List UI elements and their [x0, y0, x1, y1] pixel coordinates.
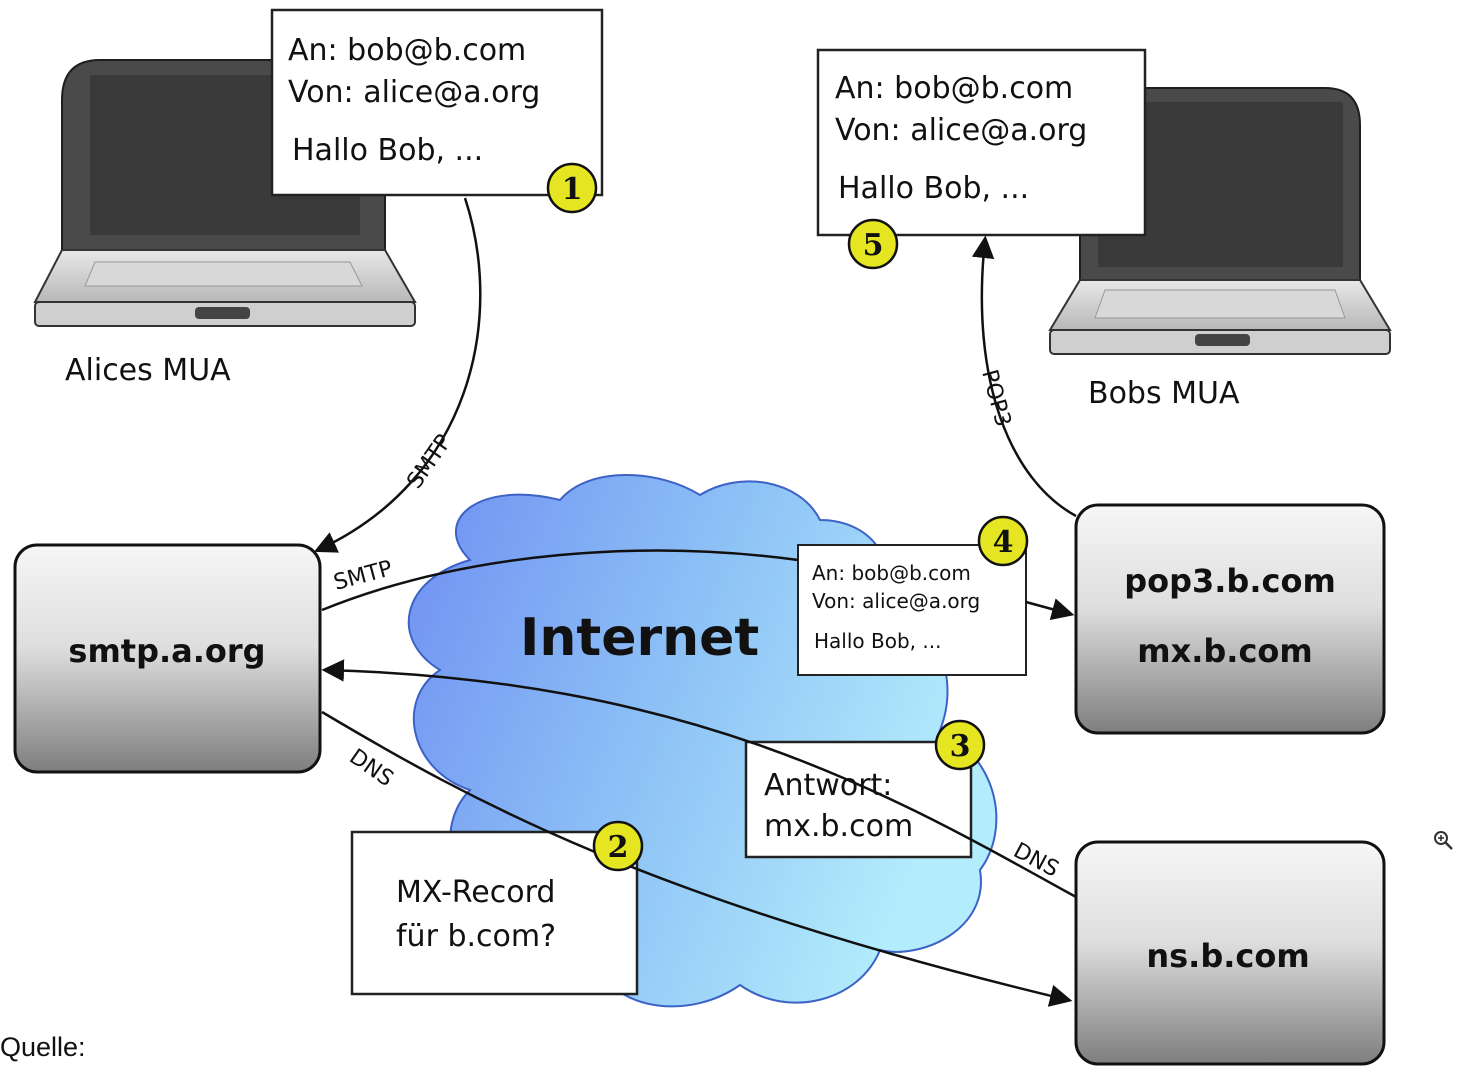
email-to: An: bob@b.com: [812, 561, 971, 585]
smtp-client-protocol: SMTP: [402, 430, 457, 493]
dns-answer-line: [321, 659, 1077, 899]
dns-query-line1: MX-Record: [396, 875, 555, 910]
smtp-client-line: [313, 197, 482, 553]
dns-answer-line2: mx.b.com: [764, 809, 913, 844]
alice-mua-label: Alices MUA: [65, 353, 231, 388]
bob-mua-label: Bobs MUA: [1088, 376, 1240, 411]
smtp-server-label: smtp.a.org: [68, 632, 265, 670]
step-badge-4: 4: [977, 515, 1029, 567]
email-from: Von: alice@a.org: [288, 75, 540, 110]
email-from: Von: alice@a.org: [812, 589, 980, 613]
smtp-relay-line: [321, 549, 799, 612]
zoom-in-icon[interactable]: [1432, 829, 1456, 853]
smtp-relay-protocol: SMTP: [331, 556, 395, 596]
step-badge-3: 3: [934, 719, 986, 771]
dns-answer-line1: Antwort:: [764, 768, 892, 803]
step-badge-1: 1: [546, 162, 598, 214]
server-smtp: smtp.a.org: [13, 543, 322, 774]
svg-text:2: 2: [608, 830, 629, 865]
email-note-bob: An: bob@b.com Von: alice@a.org Hallo Bob…: [816, 48, 1147, 237]
delivery-arrow: [1025, 598, 1075, 621]
mx-server-label: mx.b.com: [1137, 632, 1313, 670]
svg-text:5: 5: [863, 228, 884, 263]
pop3-protocol: POP3: [976, 367, 1015, 429]
source-label: Quelle:: [0, 1032, 86, 1062]
email-to: An: bob@b.com: [288, 33, 526, 68]
email-note-alice: An: bob@b.com Von: alice@a.org Hallo Bob…: [270, 8, 604, 197]
email-from: Von: alice@a.org: [835, 113, 1087, 148]
dns-answer-box: Antwort: mx.b.com: [744, 740, 973, 859]
email-body: Hallo Bob, ...: [838, 171, 1029, 206]
pop3-line: [971, 235, 1077, 518]
dns-query-box: MX-Record für b.com?: [350, 830, 639, 996]
svg-text:4: 4: [993, 525, 1014, 560]
pop3-server-label: pop3.b.com: [1124, 562, 1336, 600]
internet-label: Internet: [520, 608, 759, 668]
dns-query-line2: für b.com?: [396, 919, 556, 954]
email-to: An: bob@b.com: [835, 71, 1073, 106]
email-body: Hallo Bob, ...: [292, 133, 483, 168]
svg-text:3: 3: [950, 729, 971, 764]
server-ns: ns.b.com: [1074, 840, 1386, 1066]
server-pop3-mx: pop3.b.com mx.b.com: [1074, 503, 1386, 735]
ns-server-label: ns.b.com: [1146, 937, 1309, 975]
email-note-transit: An: bob@b.com Von: alice@a.org Hallo Bob…: [797, 544, 1027, 676]
email-body: Hallo Bob, ...: [814, 629, 941, 653]
step-badge-5: 5: [847, 218, 899, 270]
svg-text:1: 1: [562, 172, 583, 207]
step-badge-2: 2: [592, 820, 644, 872]
